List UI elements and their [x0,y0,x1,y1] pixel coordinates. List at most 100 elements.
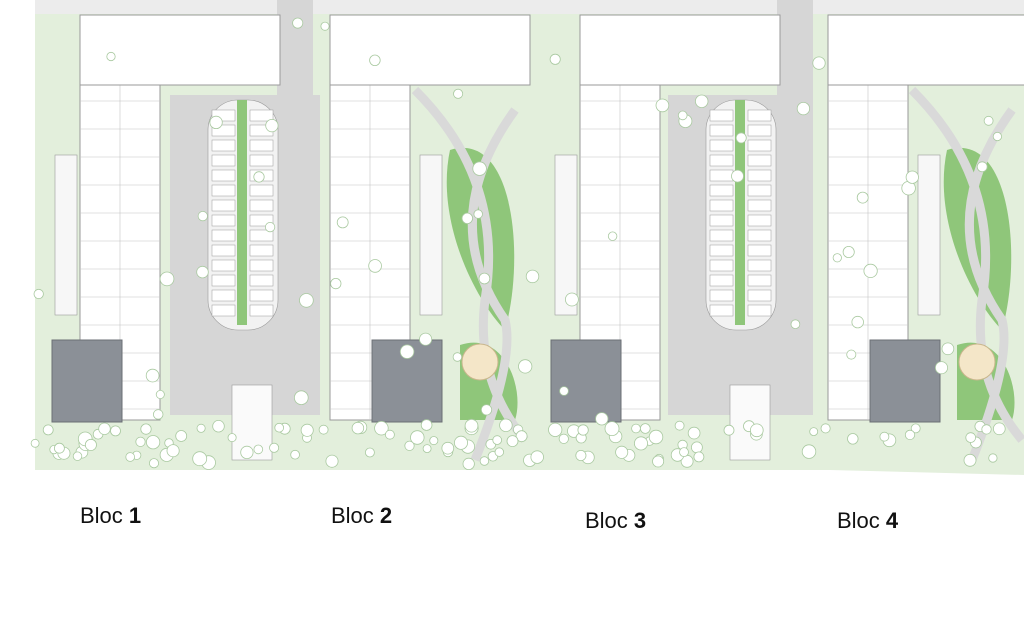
tree [634,436,649,451]
parking-space [249,199,274,212]
tree [494,447,505,457]
parking-space [709,109,734,122]
tree [904,429,916,440]
tree [384,429,395,440]
parking-space [747,154,772,167]
tree [110,425,121,437]
bloc-number: 4 [885,508,899,533]
tree [441,441,455,455]
grass-area [446,147,515,330]
bloc-word: Bloc [837,508,880,533]
gallery [554,154,578,316]
highlighted-apartments [550,339,622,423]
parking-space [211,229,236,242]
tree [452,352,463,362]
tree [992,131,1003,142]
parking-space [211,259,236,272]
bloc-word: Bloc [331,503,374,528]
tree [691,441,703,454]
parking-space [709,169,734,182]
parking-space [709,289,734,302]
tree [146,435,161,450]
bloc-number: 1 [128,503,142,528]
tree [749,423,764,438]
tree [595,412,609,426]
parking-space [747,169,772,182]
tree [461,212,474,225]
tree [863,263,878,278]
street [35,0,1024,14]
tree [695,94,709,109]
parking-space [747,124,772,137]
tree [478,272,491,285]
highlighted-apartments [869,339,941,423]
tree [33,288,44,300]
parking-space [747,214,772,227]
gallery [917,154,941,316]
parking-space [709,139,734,152]
tree [723,424,735,436]
parking-green-strip [735,100,745,325]
tree [687,426,701,440]
parking-space [211,184,236,197]
tree [265,119,279,133]
parking-space [747,274,772,287]
tree [847,433,859,445]
tree [735,132,747,144]
tree [422,444,432,454]
tree [499,418,513,433]
parking-space [211,304,236,317]
parking-space [211,139,236,152]
tree [981,424,992,435]
parking-space [709,184,734,197]
tree [464,418,479,433]
tree [879,431,890,442]
grass-area [943,147,1012,330]
parking-space [709,229,734,242]
tree [677,110,688,121]
tree [558,433,569,444]
parking-space [709,124,734,137]
tree [988,453,998,463]
bloc-3-label: Bloc 3 [585,508,646,534]
parking-space [709,214,734,227]
tree [135,436,146,447]
tree [935,361,949,375]
tree [615,445,629,459]
tree [351,421,365,435]
parking-space [211,214,236,227]
parking-space [709,259,734,272]
tree [42,424,54,436]
ramp [231,384,273,461]
tree [404,440,415,451]
building-wing [329,14,531,86]
tree [364,447,375,458]
tree [479,456,490,466]
site-plan [30,0,1024,475]
tree [318,424,329,435]
tree [429,436,439,446]
tree [846,349,857,360]
tree [506,435,519,448]
parking-space [747,199,772,212]
parking-space [249,274,274,287]
tree [253,444,264,455]
tree [374,421,389,436]
tree [274,422,285,433]
tree [196,423,206,433]
tree [856,191,869,204]
parking-space [709,304,734,317]
tree [518,359,533,374]
tree [292,17,304,29]
parking-space [709,154,734,167]
tree [453,88,464,99]
tree [941,342,955,356]
parking-space [249,154,274,167]
parking-space [211,109,236,122]
parking-space [211,289,236,302]
tree [293,390,309,406]
tree [604,421,620,437]
tree [299,293,314,308]
tree [473,209,483,219]
building-wing [827,14,1024,86]
